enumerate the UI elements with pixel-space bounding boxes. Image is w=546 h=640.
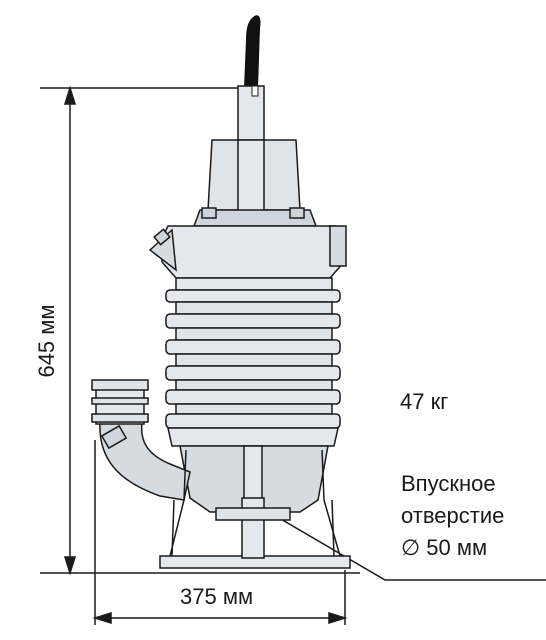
volute-housing bbox=[179, 445, 329, 515]
weight-label: 47 кг bbox=[400, 389, 449, 414]
width-dimension bbox=[92, 440, 348, 625]
inlet-label: Впускное отверстие ∅ 50 мм bbox=[401, 468, 504, 564]
inlet-label-line3: ∅ 50 мм bbox=[401, 535, 488, 560]
motor-cap bbox=[192, 139, 318, 227]
inlet-label-line1: Впускное bbox=[401, 471, 496, 496]
width-dimension-label: 375 мм bbox=[180, 584, 254, 609]
height-dimension-label: 645 мм bbox=[34, 304, 59, 378]
discharge-outlet bbox=[91, 379, 191, 501]
inlet-leader-line bbox=[261, 507, 546, 581]
pump-body bbox=[148, 225, 347, 447]
inlet-label-line2: отверстие bbox=[401, 503, 505, 528]
height-dimension bbox=[40, 85, 360, 576]
pump-stand bbox=[159, 449, 351, 569]
